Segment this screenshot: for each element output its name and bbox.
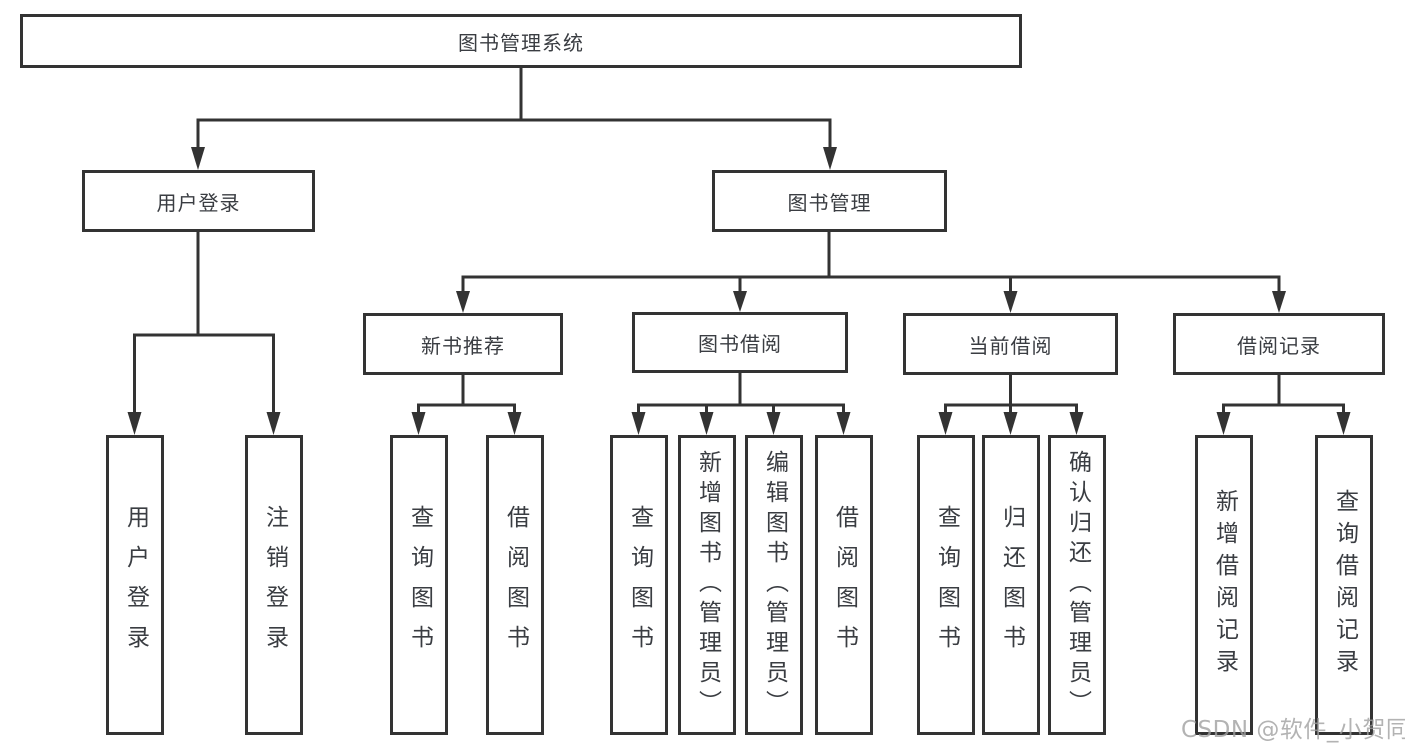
node-new-book-rec-label: 新书推荐 [421,333,505,358]
node-leaf-bb-add-book: 新增图书（管理员） [678,435,736,735]
node-current-borrow: 当前借阅 [903,313,1118,375]
node-leaf-bb-borrow-book-label: 借阅图书 [831,505,858,665]
node-book-mgmt: 图书管理 [712,170,947,232]
node-leaf-nbr-query-book: 查询图书 [390,435,448,735]
connector-user-login [133,232,275,414]
arrowheads [127,147,1351,435]
node-book-borrow: 图书借阅 [632,312,848,373]
node-book-mgmt-label: 图书管理 [787,190,872,215]
node-borrow-records-label: 借阅记录 [1237,333,1321,358]
node-root-label: 图书管理系统 [458,30,584,55]
node-leaf-bb-query-book-label: 查询图书 [626,505,653,665]
connector-new-book-rec [417,375,516,414]
node-leaf-cb-confirm-return: 确认归还（管理员） [1048,435,1106,735]
node-leaf-cb-query-book-label: 查询图书 [933,505,960,665]
node-leaf-br-add-record-label: 新增借阅记录 [1211,489,1238,681]
node-current-borrow-label: 当前借阅 [968,333,1053,358]
node-leaf-bb-borrow-book: 借阅图书 [815,435,873,735]
node-user-login: 用户登录 [82,170,315,232]
node-leaf-user-login: 用户登录 [106,435,164,735]
node-leaf-br-query-record: 查询借阅记录 [1315,435,1373,735]
node-new-book-rec: 新书推荐 [363,313,563,375]
node-leaf-logout-label: 注销登录 [261,505,288,665]
node-leaf-cb-query-book: 查询图书 [917,435,975,735]
node-user-login-label: 用户登录 [156,190,241,215]
node-leaf-bb-edit-book-label: 编辑图书（管理员） [761,450,788,720]
connector-current-borrow [944,375,1078,414]
connector-borrow-records [1222,375,1345,414]
node-root: 图书管理系统 [20,14,1022,68]
connector-book-borrow [637,373,845,414]
node-leaf-cb-return-book: 归还图书 [982,435,1040,735]
node-leaf-cb-return-book-label: 归还图书 [998,505,1025,665]
connector-book-mgmt [461,232,1281,292]
node-leaf-cb-confirm-return-label: 确认归还（管理员） [1064,450,1091,720]
node-book-borrow-label: 图书借阅 [698,332,782,356]
node-leaf-bb-edit-book: 编辑图书（管理员） [745,435,803,735]
node-leaf-bb-query-book: 查询图书 [610,435,668,735]
node-leaf-bb-add-book-label: 新增图书（管理员） [694,450,721,720]
node-borrow-records: 借阅记录 [1173,313,1385,375]
node-leaf-br-query-record-label: 查询借阅记录 [1331,489,1358,681]
node-leaf-logout: 注销登录 [245,435,303,735]
node-leaf-nbr-borrow-book-label: 借阅图书 [502,505,529,665]
connector-root [196,68,832,148]
node-leaf-user-login-label: 用户登录 [122,505,149,665]
watermark: CSDN @软件_小贺同学 [1181,717,1405,743]
node-leaf-br-add-record: 新增借阅记录 [1195,435,1253,735]
node-leaf-nbr-borrow-book: 借阅图书 [486,435,544,735]
node-leaf-nbr-query-book-label: 查询图书 [406,505,433,665]
